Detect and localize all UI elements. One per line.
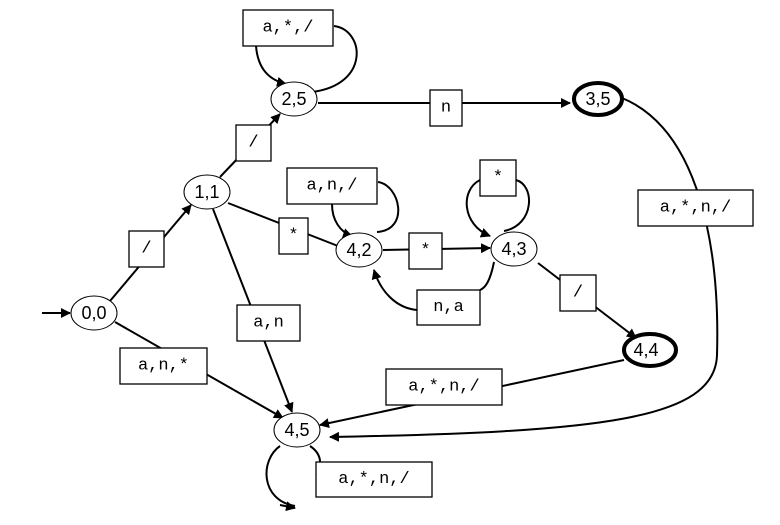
label-2-5-self: a,*,/: [242, 9, 334, 47]
state-2-5: 2,5: [270, 81, 318, 117]
label-1-1-to-4-5: a,n: [236, 304, 301, 342]
svg-text:a,*,n,/: a,*,n,/: [408, 378, 479, 397]
label-4-3-to-4-4: /: [559, 274, 597, 312]
state-0-0: 0,0: [70, 295, 118, 331]
label-1-1-to-2-5: /: [235, 124, 272, 162]
svg-text:n: n: [441, 99, 451, 118]
label-4-4-to-4-5: a,*,n,/: [385, 368, 503, 406]
svg-text:4,2: 4,2: [346, 240, 371, 260]
svg-text:a,n,/: a,n,/: [306, 177, 357, 196]
svg-text:*: *: [288, 227, 298, 246]
svg-text:4,5: 4,5: [284, 420, 309, 440]
edge-4-5-self-head: [279, 501, 296, 512]
nodes: 0,0 1,1 2,5 3,5 4,2 4,3 4,4 4,5: [70, 81, 678, 448]
label-4-2-self: a,n,/: [286, 167, 378, 205]
svg-text:/: /: [141, 240, 151, 259]
svg-text:2,5: 2,5: [281, 89, 306, 109]
label-0-0-to-4-5: a,n,*: [119, 347, 208, 385]
edge-labels: / a,n,* / * a,n a,*,/ n a,*,n,/ a,n,/ * …: [119, 9, 754, 498]
label-2-5-to-3-5: n: [429, 89, 463, 127]
edge-4-3-to-4-2: [374, 262, 495, 311]
edge-2-5-self: [255, 25, 358, 92]
state-4-3: 4,3: [490, 231, 538, 267]
edge-4-5-self: [265, 445, 322, 507]
label-3-5-to-4-5: a,*,n,/: [637, 189, 754, 227]
label-4-2-to-4-3: *: [408, 232, 443, 270]
svg-text:4,3: 4,3: [501, 239, 526, 259]
svg-text:a,*,n,/: a,*,n,/: [338, 470, 409, 489]
svg-text:1,1: 1,1: [194, 182, 219, 202]
label-4-5-self: a,*,n,/: [315, 461, 433, 498]
svg-text:*: *: [493, 169, 503, 188]
label-0-0-to-1-1: /: [128, 230, 165, 268]
svg-text:n,a: n,a: [433, 298, 464, 317]
label-4-3-self: *: [479, 159, 517, 197]
state-1-1: 1,1: [183, 174, 231, 210]
label-4-3-to-4-2: n,a: [416, 289, 481, 326]
svg-text:*: *: [420, 242, 430, 261]
svg-text:a,*,n,/: a,*,n,/: [660, 199, 731, 218]
svg-text:a,n,*: a,n,*: [138, 357, 189, 376]
state-4-2: 4,2: [335, 232, 383, 268]
edge-4-3-self: [465, 179, 530, 236]
state-3-5-accepting: 3,5: [572, 81, 624, 117]
state-4-5: 4,5: [273, 412, 321, 448]
edge-3-5-to-4-5: [329, 97, 719, 442]
svg-text:0,0: 0,0: [81, 303, 106, 323]
svg-text:a,n: a,n: [253, 314, 284, 333]
svg-text:4,4: 4,4: [633, 340, 658, 360]
state-4-4-accepting: 4,4: [622, 332, 678, 368]
svg-text:/: /: [573, 284, 583, 303]
label-1-1-to-4-2: *: [278, 217, 309, 255]
svg-text:a,*,/: a,*,/: [262, 19, 313, 38]
svg-text:3,5: 3,5: [585, 89, 610, 109]
svg-text:/: /: [248, 134, 258, 153]
